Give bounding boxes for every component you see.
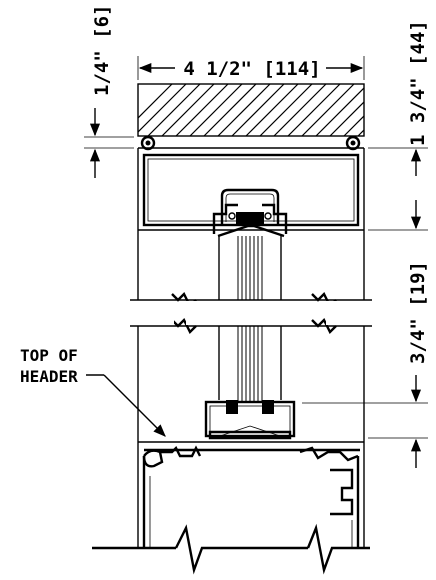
hatch-line	[273, 84, 327, 136]
upper-glazing-clip	[212, 188, 288, 238]
hatch-line	[147, 84, 201, 136]
hatch-line	[259, 84, 313, 136]
sill-glazing-pocket	[204, 400, 296, 440]
hatch-line	[245, 84, 299, 136]
hatch-line	[315, 87, 364, 136]
glass-infill	[218, 236, 282, 402]
callout-line-1: TOP OF	[20, 346, 78, 365]
callout-line-2: HEADER	[20, 367, 78, 386]
hatch-line	[231, 84, 285, 136]
sealant-beads	[140, 135, 361, 151]
hatch-line	[287, 84, 341, 136]
top-of-header-callout: TOP OF HEADER	[20, 346, 166, 437]
hatch-line	[343, 115, 364, 136]
hatch-line	[329, 101, 364, 136]
hatch-line	[217, 84, 271, 136]
hatch-line	[138, 84, 187, 133]
header-height-dimension-label: 1 3/4" [44]	[407, 20, 429, 146]
break-line-bottom	[92, 523, 370, 575]
header-height-dimension: 1 3/4" [44]	[368, 20, 429, 231]
hatch-line	[301, 84, 355, 136]
frame-outline	[137, 147, 365, 443]
hatch-line	[357, 129, 364, 136]
sill-receptor-profile	[137, 442, 365, 548]
hatch-line	[138, 84, 173, 119]
width-dimension: 4 1/2" [114]	[137, 56, 365, 80]
gap-dimension-label: 1/4" [6]	[91, 4, 113, 96]
sill-dimension-label: 3/4" [19]	[407, 261, 429, 364]
width-dimension-label: 4 1/2" [114]	[183, 58, 320, 80]
hatch-line	[189, 84, 243, 136]
hatch-line	[175, 84, 229, 136]
substrate-hatch	[137, 83, 365, 137]
break-line-middle	[130, 291, 372, 335]
hatch-line	[203, 84, 257, 136]
hatch-line	[161, 84, 215, 136]
gap-dimension: 1/4" [6]	[84, 4, 134, 178]
sill-dimension: 3/4" [19]	[302, 261, 429, 468]
